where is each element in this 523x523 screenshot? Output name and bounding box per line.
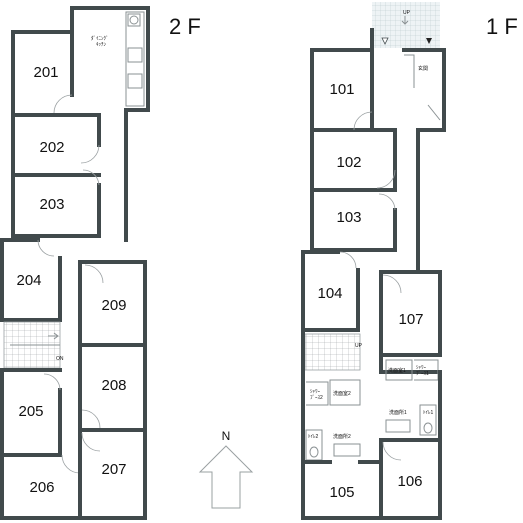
room-103: 103 [310,188,397,252]
vanity1-label: 洗面所1 [389,409,407,416]
room-102: 102 [310,128,397,192]
kitchen-label: ﾀﾞｲﾆﾝｸﾞ [91,35,109,42]
compass: N [198,429,254,509]
north-label: N [222,429,231,443]
room-107: 107 [379,270,442,357]
entrance-label: 玄関 [418,65,428,72]
stairs-1f: UP [304,333,363,371]
room-204: 204 [0,238,62,322]
toilet2-label: ﾄｲﾚ2 [308,434,319,440]
room-203: 203 [11,169,101,238]
floor-2f: 2 F 201 ﾀﾞｲﾆﾝｸﾞ ｷｯﾁﾝ 202 203 [0,6,201,520]
floor-1f: 1 F UP 101 玄関 102 [301,2,518,520]
room-106: 106 [379,438,442,520]
kitchen-2f: ﾀﾞｲﾆﾝｸﾞ ｷｯﾁﾝ [53,6,150,242]
room-204-label: 204 [16,272,41,289]
shower2-label-2: ﾌﾞｰｽ2 [310,394,323,401]
room-106-label: 106 [397,473,422,490]
washroom1-label: 洗面室1 [388,367,406,374]
room-208-label: 208 [101,377,126,394]
room-209-label: 209 [101,297,126,314]
room-105-label: 105 [329,484,354,501]
room-205-label: 205 [18,403,43,420]
shower1-label-2: ﾌﾞｰｽ1 [416,370,429,377]
room-103-label: 103 [336,209,361,226]
room-206-label: 206 [29,479,54,496]
stairs-2f: ON [3,321,64,369]
porch-up-label: UP [403,10,411,16]
room-209: 209 [78,260,147,347]
room-102-label: 102 [336,154,361,171]
floor-title-2f: 2 F [169,14,201,39]
room-208: 208 [78,343,147,432]
room-104-label: 104 [317,285,342,302]
room-202-label: 202 [39,139,64,156]
stairs-up-label: UP [355,343,363,349]
floor-title-1f: 1 F [486,14,518,39]
room-201-label: 201 [33,64,58,81]
entrance-porch: UP [372,2,440,48]
room-203-label: 203 [39,196,64,213]
room-105: 105 [301,460,383,520]
shower2-label: ｼｬﾜｰ [310,389,321,395]
room-107-label: 107 [398,311,423,328]
room-104: 104 [301,250,360,332]
room-207-label: 207 [101,461,126,478]
room-101-label: 101 [329,81,354,98]
toilet1-label: ﾄｲﾚ1 [423,410,434,416]
kitchen-label-2: ｷｯﾁﾝ [96,42,107,48]
room-201: 201 [11,6,74,117]
room-207: 207 [78,428,147,520]
entrance: 玄関 [402,48,446,132]
vanity2-label: 洗面所2 [333,433,351,440]
room-206: 206 [0,453,82,520]
stairs-on-label: ON [56,356,64,362]
room-101: 101 [310,28,374,132]
room-202: 202 [11,113,101,177]
room-205: 205 [0,368,62,457]
shower1-label: ｼｬﾜｰ [416,365,427,371]
washroom2-label: 洗面室2 [333,390,351,397]
